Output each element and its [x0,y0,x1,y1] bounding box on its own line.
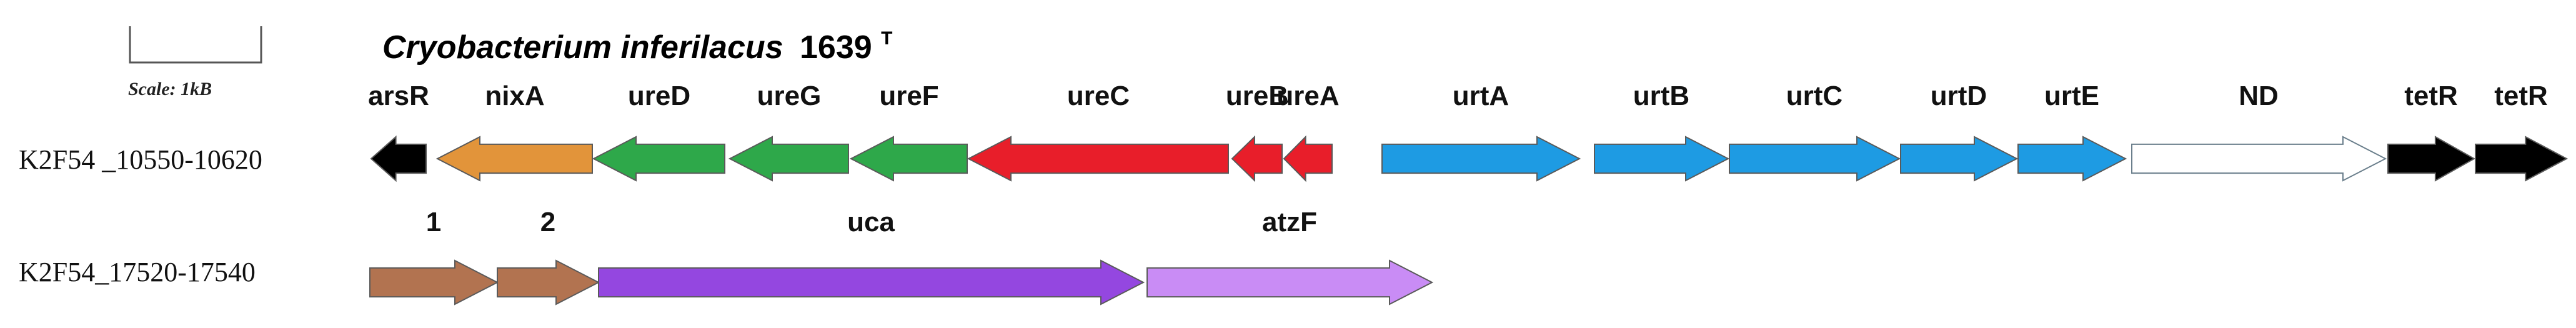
gene-arrow-urtB [1594,136,1730,182]
gene-arrow-urtC [1729,136,1901,182]
gene-label-ureA: ureA [1276,81,1339,111]
gene-arrow-atzF [1146,259,1434,306]
locus-row-1: K2F54 _10550-10620 arsR nixA ureD ureG ureF u… [19,81,2569,182]
gene-label-ureC: ureC [1067,81,1130,111]
gene-label-tetR: tetR [2404,81,2458,111]
gene-arrow-ureG [728,136,849,182]
gene-label-urtD: urtD [1931,81,1987,111]
gene-label-tetR: tetR [2494,81,2548,111]
scale-bar-line [129,26,262,64]
gene-label-urtB: urtB [1633,81,1689,111]
gene-arrow-ureB [1231,135,1283,182]
gene-arrow-urtD [1900,136,2019,182]
gene-arrow-urtA [1381,136,1581,182]
scale-bar: Scale: 1kB [128,26,262,99]
gene-label-1: 1 [426,207,441,237]
gene-label-arsR: arsR [368,81,429,111]
gene-arrow-ureD [592,136,725,182]
locus-label-2: K2F54_17520-17540 [19,257,256,287]
strain-name: 1639 [800,29,872,66]
diagram-title: Cryobacterium inferilacus 1639 T [382,28,892,66]
gene-arrow-uca [598,259,1145,306]
gene-label-urtC: urtC [1786,81,1842,111]
gene-arrow-ureC [967,136,1229,182]
gene-arrow-ureF [849,136,968,182]
gene-arrow-ND [2131,136,2387,182]
gene-arrow-nixA [435,136,593,182]
gene-label-nixA: nixA [485,81,544,111]
gene-label-ureG: ureG [757,81,822,111]
gene-label-ureB: ureB [1226,81,1288,111]
gene-arrow-ureA [1283,135,1333,182]
gene-label-ureF: ureF [879,81,938,111]
gene-label-uca: uca [847,207,895,237]
gene-arrow-tetR [2387,136,2476,182]
gene-arrow-2 [497,259,600,306]
scale-label: Scale: 1kB [128,79,212,99]
gene-label-urtE: urtE [2044,81,2099,111]
gene-track-2: 1 2 uca atzF [369,207,1434,306]
gene-arrow-urtE [2017,136,2127,182]
gene-arrow-arsR [370,135,427,182]
strain-superscript: T [881,28,892,49]
gene-label-urtA: urtA [1453,81,1509,111]
gene-label-ND: ND [2239,81,2279,111]
gene-arrow-tetR [2475,136,2569,182]
gene-label-2: 2 [540,207,555,237]
locus-label-1: K2F54 _10550-10620 [19,144,262,175]
gene-arrow-1 [369,259,499,306]
locus-row-2: K2F54_17520-17540 1 2 uca atzF [19,207,1434,306]
organism-name: Cryobacterium inferilacus [382,29,783,66]
gene-label-ureD: ureD [628,81,690,111]
gene-label-atzF: atzF [1262,207,1317,237]
